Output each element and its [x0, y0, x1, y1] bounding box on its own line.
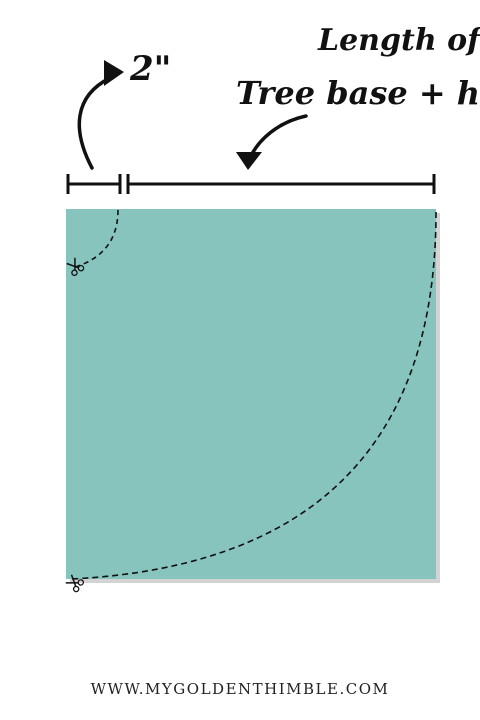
small-measure-label: 2" [129, 49, 171, 89]
length-label-line2: Tree base + hem [236, 74, 480, 112]
length-label-line1: Length of [317, 23, 480, 58]
small-cut-line [71, 209, 119, 269]
fabric-square [66, 209, 436, 579]
website-footer: WWW.MYGOLDENTHIMBLE.COM [90, 680, 390, 698]
length-measure-bar [126, 174, 436, 194]
scissors-icon [66, 257, 85, 277]
scissors-icon [65, 574, 85, 593]
small-measure-bar [66, 174, 122, 194]
arrow-head-icon [104, 60, 124, 86]
arrow-head-icon [236, 152, 262, 170]
curved-arrow [77, 76, 112, 170]
curved-arrow [248, 114, 308, 160]
large-cut-line [71, 211, 437, 580]
